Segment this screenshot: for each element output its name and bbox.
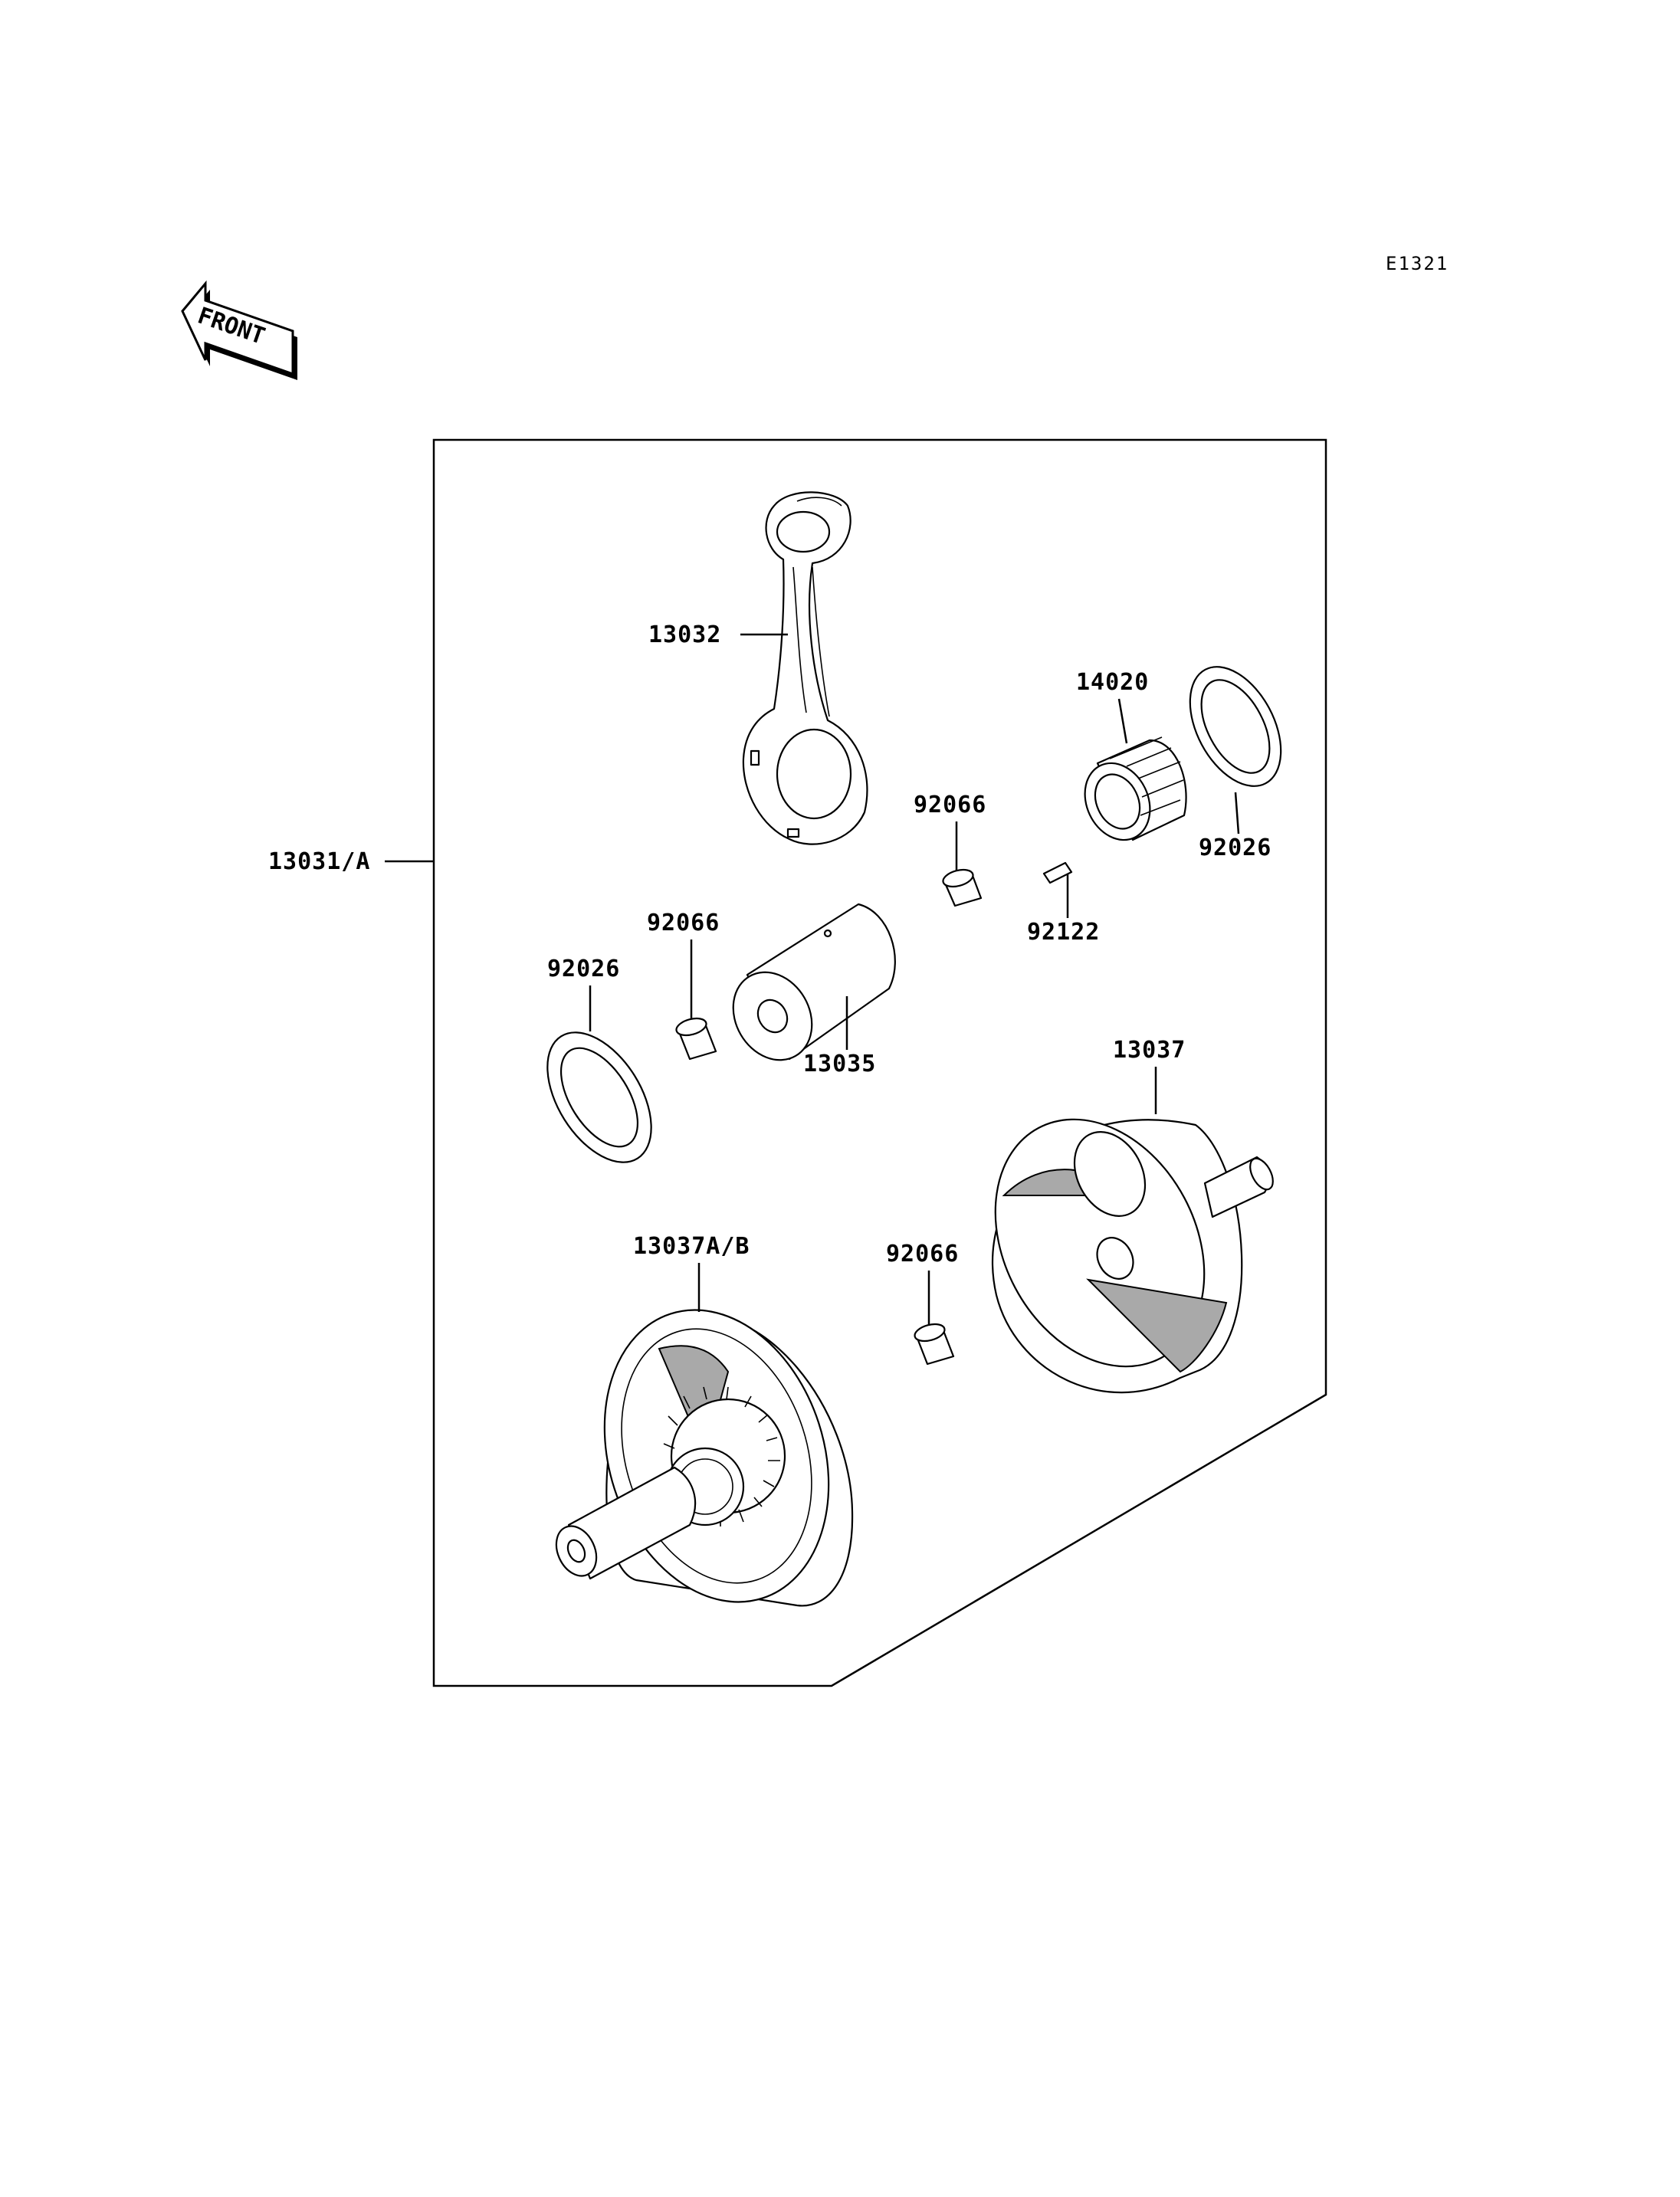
label-needle-bearing: 14020 — [1076, 669, 1149, 696]
flywheel-left — [555, 1309, 854, 1607]
bushing-top — [942, 868, 983, 907]
flywheel-right — [992, 1118, 1274, 1394]
needle-bearing — [1084, 736, 1187, 841]
washer-right — [1189, 666, 1282, 787]
connecting-rod — [742, 491, 868, 845]
label-washer-left: 92026 — [547, 956, 620, 982]
diagram-code: E1321 — [1386, 253, 1449, 274]
label-flywheel-right: 13037 — [1113, 1037, 1186, 1064]
bushing-bottom — [914, 1323, 955, 1366]
washer-left — [546, 1031, 652, 1163]
label-bushing-left: 92066 — [647, 910, 720, 936]
bushing-left — [675, 1017, 717, 1061]
label-bushing-bottom: 92066 — [886, 1241, 959, 1267]
front-arrow-icon: FRONT — [181, 280, 297, 380]
assembly-label: 13031/A — [268, 848, 370, 875]
label-crankpin: 13035 — [803, 1051, 876, 1077]
label-connecting-rod: 13032 — [648, 621, 721, 648]
label-washer-right: 92026 — [1199, 835, 1271, 861]
leader-needle-bearing — [1117, 698, 1128, 744]
label-flywheel-left: 13037A/B — [633, 1233, 750, 1260]
pin — [1042, 861, 1073, 884]
leader-washer-right — [1234, 792, 1240, 835]
label-bushing-top: 92066 — [914, 792, 986, 818]
crankpin — [732, 903, 896, 1061]
assembly-boundary — [432, 438, 1327, 1687]
label-pin: 92122 — [1027, 919, 1100, 946]
